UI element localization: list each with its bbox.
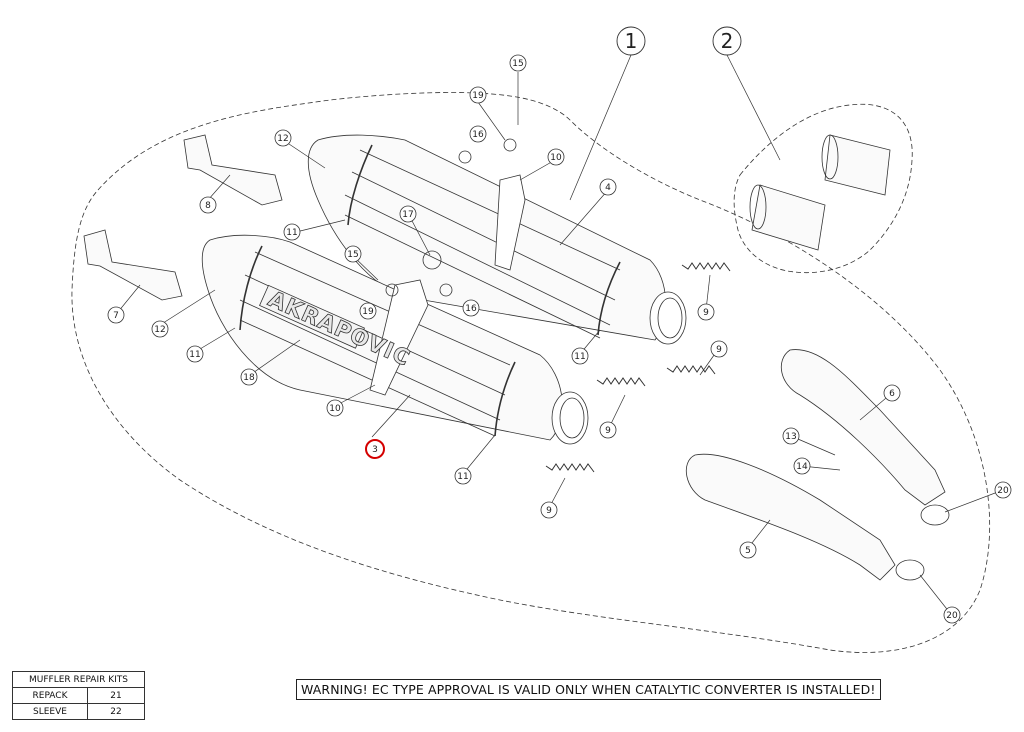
washer-19-lower (385, 283, 399, 297)
callout-16a: 16 (469, 125, 487, 143)
callout-11d: 11 (571, 347, 589, 365)
callout-13: 13 (782, 427, 800, 445)
clamp-20-upper (920, 504, 950, 526)
callout-9c: 9 (599, 421, 617, 439)
group-label-2: 2 (712, 26, 742, 56)
callout-number: 16 (465, 304, 477, 314)
repair-kits-title: MUFFLER REPAIR KITS (12, 671, 145, 688)
callout-9d: 9 (540, 501, 558, 519)
svg-text:1: 1 (625, 29, 638, 53)
callout-number: 10 (329, 404, 341, 414)
link-pipe-6 (781, 349, 946, 506)
callout-number: 7 (113, 311, 119, 321)
callout-4: 4 (599, 178, 617, 196)
callout-number: 19 (362, 307, 374, 317)
callout-9a: 9 (697, 303, 715, 321)
callout-12a: 12 (274, 129, 292, 147)
callout-10a: 10 (547, 148, 565, 166)
sleeves-group-2 (749, 134, 891, 251)
kit-name: REPACK (12, 687, 88, 704)
callout-number: 12 (277, 134, 288, 144)
callout-number: 10 (550, 153, 562, 163)
callout-number: 4 (605, 183, 611, 193)
callout-number: 6 (889, 389, 895, 399)
end-cap-7 (83, 229, 183, 301)
callout-number: 8 (205, 201, 211, 211)
kit-name: SLEEVE (12, 703, 88, 720)
callout-number: 11 (189, 350, 200, 360)
callout-6: 6 (883, 384, 901, 402)
callout-19b: 19 (359, 302, 377, 320)
kit-number: 22 (87, 703, 145, 720)
warning-notice: WARNING! EC TYPE APPROVAL IS VALID ONLY … (296, 679, 881, 700)
callout-20b: 20 (943, 606, 961, 624)
callout-19a: 19 (469, 86, 487, 104)
callout-number: 9 (716, 345, 722, 355)
callout-number: 11 (574, 352, 585, 362)
callout-number: 18 (243, 373, 255, 383)
callout-17: 17 (399, 205, 417, 223)
callout-16b: 16 (462, 299, 480, 317)
callout-15a: 15 (509, 54, 527, 72)
nut-16-lower (439, 283, 453, 297)
springs (545, 262, 731, 473)
callout-12b: 12 (151, 320, 169, 338)
callout-number: 9 (703, 308, 709, 318)
muffler-repair-kits-table: MUFFLER REPAIR KITS REPACK 21 SLEEVE 22 (12, 671, 145, 720)
callout-number: 5 (745, 546, 751, 556)
end-cap-8 (183, 134, 283, 206)
callout-14: 14 (793, 457, 811, 475)
callout-number: 12 (154, 325, 165, 335)
callout-number: 14 (796, 462, 808, 472)
callout-number: 9 (605, 426, 611, 436)
table-row: SLEEVE 22 (12, 703, 145, 720)
callout-7: 7 (107, 306, 125, 324)
callout-number: 13 (785, 432, 796, 442)
callout-11a: 11 (283, 223, 301, 241)
callout-9b: 9 (710, 340, 728, 358)
callout-8: 8 (199, 196, 217, 214)
callout-number: 15 (512, 59, 523, 69)
callout-number: 11 (457, 472, 468, 482)
muffler-lower: AKRAPOVIC (201, 234, 589, 445)
callout-number: 20 (946, 611, 958, 621)
callout-number: 16 (472, 130, 484, 140)
callout-18: 18 (240, 368, 258, 386)
callout-5: 5 (739, 541, 757, 559)
callout-number: 19 (472, 91, 484, 101)
callout-3: 3 (365, 439, 385, 459)
bushing-17 (422, 250, 442, 270)
callout-number: 3 (372, 445, 378, 455)
callout-number: 17 (402, 210, 413, 220)
svg-text:2: 2 (721, 29, 734, 53)
washer-19-upper (503, 138, 517, 152)
clamp-20-lower (895, 559, 925, 581)
callout-10b: 10 (326, 399, 344, 417)
group-label-1: 1 (616, 26, 646, 56)
group-2-outline (733, 103, 913, 273)
callout-11c: 11 (454, 467, 472, 485)
callout-number: 9 (546, 506, 552, 516)
link-pipe-5 (686, 453, 896, 581)
callout-15b: 15 (344, 245, 362, 263)
table-row: REPACK 21 (12, 687, 145, 704)
callout-number: 11 (286, 228, 297, 238)
kit-number: 21 (87, 687, 145, 704)
callout-11b: 11 (186, 345, 204, 363)
callout-number: 15 (347, 250, 358, 260)
nut-16-upper (458, 150, 472, 164)
callout-20a: 20 (994, 481, 1012, 499)
callout-number: 20 (997, 486, 1009, 496)
